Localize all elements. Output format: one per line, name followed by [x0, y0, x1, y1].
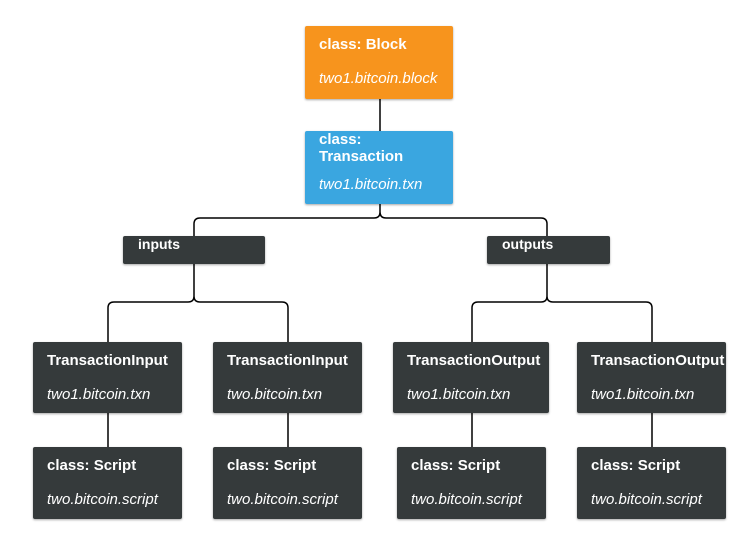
transaction-input-title: TransactionInput: [47, 352, 168, 369]
script-node[interactable]: class: Script two.bitcoin.script: [577, 447, 726, 519]
connector-inputs-children: [107, 264, 289, 342]
transaction-input-node[interactable]: TransactionInput two1.bitcoin.txn: [33, 342, 182, 413]
transaction-input-node[interactable]: TransactionInput two.bitcoin.txn: [213, 342, 362, 413]
transaction-output-title: TransactionOutput: [591, 352, 725, 369]
block-node[interactable]: class: Block two1.bitcoin.block: [305, 26, 453, 99]
transaction-output-module: two1.bitcoin.txn: [407, 386, 511, 403]
transaction-input-module: two.bitcoin.txn: [227, 386, 323, 403]
block-module: two1.bitcoin.block: [319, 70, 438, 87]
block-title: class: Block: [319, 36, 407, 53]
inputs-label: inputs: [138, 236, 180, 252]
transaction-output-node[interactable]: TransactionOutput two1.bitcoin.txn: [393, 342, 549, 413]
script-node[interactable]: class: Script two.bitcoin.script: [33, 447, 182, 519]
transaction-input-module: two1.bitcoin.txn: [47, 386, 151, 403]
script-module: two.bitcoin.script: [591, 491, 702, 508]
script-title: class: Script: [47, 457, 137, 474]
script-title: class: Script: [591, 457, 681, 474]
transaction-input-title: TransactionInput: [227, 352, 348, 369]
transaction-module: two1.bitcoin.txn: [319, 176, 423, 193]
script-module: two.bitcoin.script: [411, 491, 522, 508]
transaction-node[interactable]: class: Transaction two1.bitcoin.txn: [305, 131, 453, 204]
script-module: two.bitcoin.script: [47, 491, 158, 508]
transaction-title-line2: Transaction: [319, 148, 404, 165]
script-node[interactable]: class: Script two.bitcoin.script: [397, 447, 546, 519]
connector-outputs-children: [471, 264, 653, 342]
outputs-label: outputs: [502, 236, 554, 252]
script-node[interactable]: class: Script two.bitcoin.script: [213, 447, 362, 519]
transaction-output-node[interactable]: TransactionOutput two1.bitcoin.txn: [577, 342, 726, 413]
transaction-output-title: TransactionOutput: [407, 352, 541, 369]
script-module: two.bitcoin.script: [227, 491, 338, 508]
outputs-group[interactable]: outputs: [487, 236, 610, 264]
script-title: class: Script: [411, 457, 501, 474]
script-title: class: Script: [227, 457, 317, 474]
transaction-output-module: two1.bitcoin.txn: [591, 386, 695, 403]
inputs-group[interactable]: inputs: [123, 236, 265, 264]
connector-transaction-groups: [193, 204, 548, 236]
transaction-title-line1: class:: [319, 131, 362, 148]
